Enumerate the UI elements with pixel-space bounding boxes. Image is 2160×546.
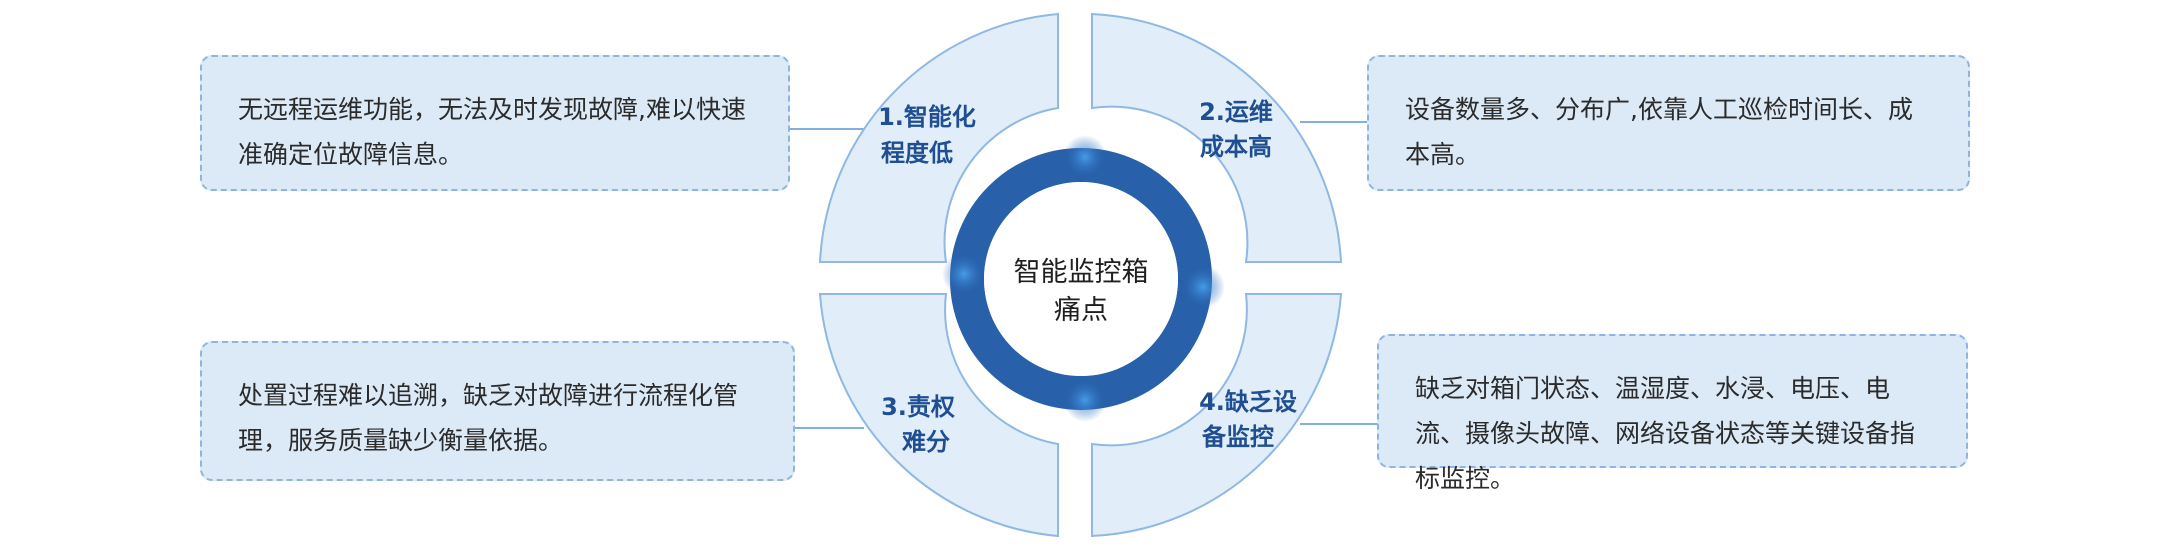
pain-point-card-2: 设备数量多、分布广,依靠人工巡检时间长、成本高。 — [1367, 55, 1970, 191]
quadrant-4-subtitle: 备监控 — [1201, 423, 1274, 451]
quadrant-4-title: 4.缺乏设 — [1199, 388, 1297, 416]
ring-highlight — [1063, 378, 1107, 422]
quadrant-2-title: 2.运维 — [1199, 98, 1273, 126]
card-4-text: 缺乏对箱门状态、温湿度、水浸、电压、电流、摄像头故障、网络设备状态等关键设备指标… — [1415, 374, 1916, 493]
ring-highlight — [942, 252, 986, 296]
quadrant-1-title: 1.智能化 — [878, 103, 976, 131]
quadrant-2-segment — [1091, 12, 1343, 263]
center-subtitle: 痛点 — [1054, 295, 1108, 326]
pain-point-card-4: 缺乏对箱门状态、温湿度、水浸、电压、电流、摄像头故障、网络设备状态等关键设备指标… — [1377, 334, 1968, 493]
quadrant-4-segment — [1091, 293, 1343, 538]
quadrant-3-segment — [818, 293, 1059, 538]
quadrant-3-subtitle: 难分 — [901, 428, 950, 456]
pain-point-card-3: 处置过程难以追溯，缺乏对故障进行流程化管理，服务质量缺少衡量依据。 — [200, 341, 795, 481]
card-1-text: 无远程运维功能，无法及时发现故障,难以快速准确定位故障信息。 — [238, 95, 746, 169]
card-2-text: 设备数量多、分布广,依靠人工巡检时间长、成本高。 — [1405, 95, 1913, 169]
quadrant-3-title: 3.责权 — [881, 393, 955, 421]
ring-highlight — [1063, 135, 1107, 179]
center-title: 智能监控箱 — [1014, 257, 1149, 288]
quadrant-1-segment — [818, 12, 1059, 263]
quadrant-2-subtitle: 成本高 — [1200, 133, 1272, 161]
card-3-text: 处置过程难以追溯，缺乏对故障进行流程化管理，服务质量缺少衡量依据。 — [238, 381, 739, 455]
ring-highlight — [1181, 265, 1225, 309]
center-disc — [984, 182, 1178, 376]
pain-point-card-1: 无远程运维功能，无法及时发现故障,难以快速准确定位故障信息。 — [200, 55, 790, 191]
quadrant-1-subtitle: 程度低 — [881, 139, 953, 167]
